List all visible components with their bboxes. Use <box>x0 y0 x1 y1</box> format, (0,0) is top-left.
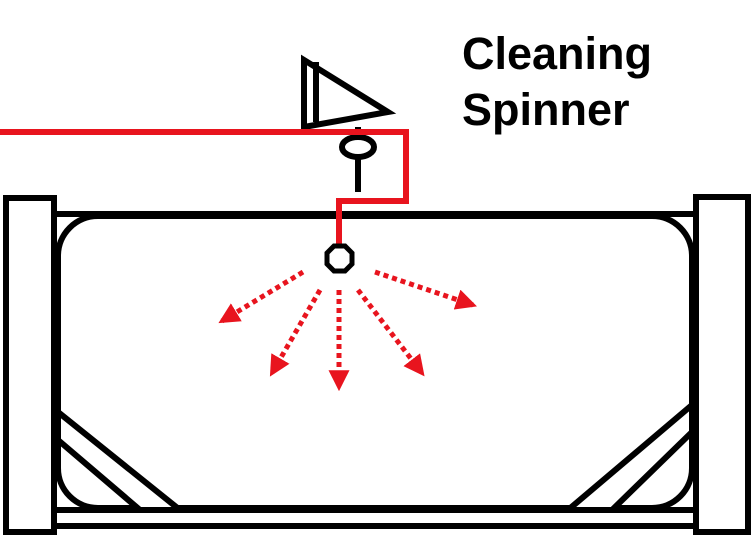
tank-left-brace <box>55 405 189 513</box>
supply-pipe <box>0 129 409 249</box>
spray-arrow-lower-left <box>269 288 323 377</box>
spray-arrows <box>218 269 477 392</box>
diagram-title: Cleaning Spinner <box>462 26 742 138</box>
tank-left-post <box>3 195 57 535</box>
tank-right-post <box>693 194 751 535</box>
valve-flag <box>301 54 397 131</box>
title-line-1: Cleaning <box>462 28 653 79</box>
valve-body <box>339 134 377 160</box>
tank-icon <box>3 194 751 535</box>
tank-basin <box>55 213 695 511</box>
valve-icon <box>301 54 397 192</box>
spray-arrow-left <box>218 269 305 324</box>
tank-right-brace <box>559 398 695 513</box>
title-line-2: Spinner <box>462 84 630 135</box>
spinner-nozzle-icon <box>324 243 355 274</box>
